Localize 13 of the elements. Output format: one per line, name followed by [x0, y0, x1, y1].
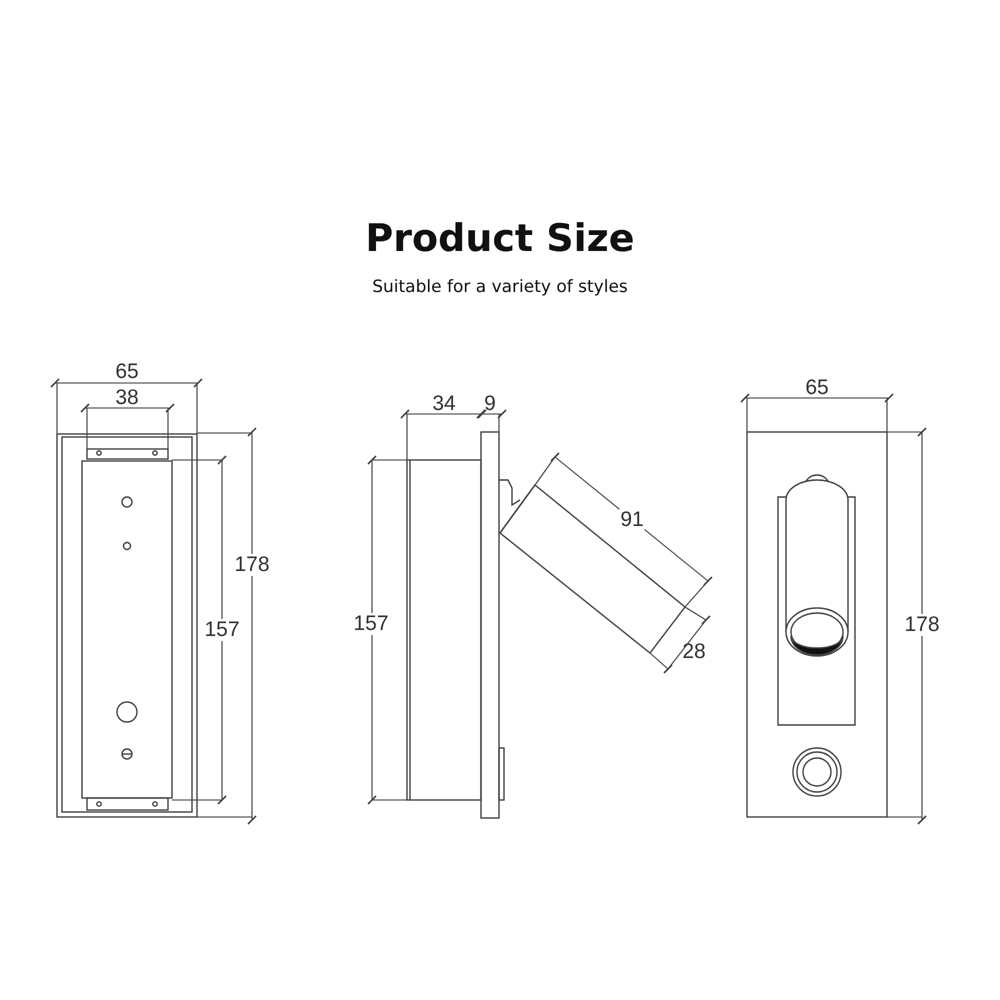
subtitle: Suitable for a variety of styles: [371, 277, 629, 297]
dimension-label: 9: [483, 393, 497, 415]
dimension-label: 28: [681, 641, 707, 663]
dimension-label: 65: [804, 377, 830, 399]
dimension-label: 65: [114, 361, 140, 383]
dimension-label: 178: [903, 614, 941, 636]
dimension-label: 34: [431, 393, 457, 415]
dimension-label: 178: [233, 554, 271, 576]
title: Product Size: [364, 216, 636, 260]
dimension-label: 157: [352, 613, 390, 635]
dimension-label: 38: [114, 387, 140, 409]
dimension-label: 91: [619, 509, 645, 531]
dimension-label: 157: [203, 619, 241, 641]
